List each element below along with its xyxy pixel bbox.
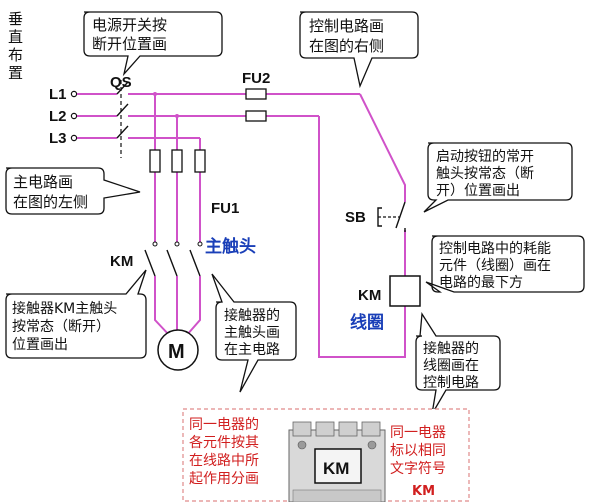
callout-text: 位置画出 [12,337,68,353]
fu2-label: FU2 [242,70,270,87]
fu1-fuses [149,149,206,173]
junction-dot [175,114,179,118]
line-label-l1: L1 [49,86,67,103]
callout-text: 按常态（断开） [12,319,110,335]
line-label-l2: L2 [49,108,67,125]
callout-text: 触头按常态（断 [436,166,534,182]
sb-label: SB [345,209,366,226]
callout-main-left: 主电路画 在图的左侧 [5,167,141,215]
terminal-l1 [70,90,78,98]
km-main-contacts [144,241,203,277]
callout-text: 控制电路中的耗能 [439,241,551,257]
main-circuit-wires [154,94,201,337]
bottom-left-text: 同一电器的 [189,417,259,433]
sb-button [377,201,406,232]
callout-text: 开）位置画出 [436,183,520,199]
callout-coil-control: 接触器的 线圈画在 控制电路 [415,312,501,415]
line-label-l3: L3 [49,130,67,147]
bottom-left-text: 在线路中所 [189,453,259,469]
side-label-char: 直 [8,28,23,46]
main-contact-label: 主触头 [205,236,256,257]
callout-text: 在图的左侧 [13,193,88,211]
qs-switch [116,80,129,158]
supply-wires [77,93,360,139]
callout-km-main-note: 接触器KM主触头 按常态（断开） 位置画出 [5,269,147,359]
device-caption: KM [412,484,435,499]
callout-text: 启动按钮的常开 [436,149,534,165]
bottom-right-text: 标以相同 [390,443,446,459]
km-coil [389,275,421,307]
terminal-l2 [70,112,78,120]
motor-label: M [168,341,185,363]
callout-text: 在主电路 [224,342,280,358]
callout-text: 线圈画在 [423,358,479,374]
side-label-char: 布 [8,46,23,64]
bottom-right-text: 同一电器 [390,425,446,441]
bottom-left-text: 各元件按其 [189,435,259,451]
fu1-label: FU1 [211,200,239,217]
callout-text: 主电路画 [13,173,73,191]
km-coil-label: KM [358,287,381,304]
callout-control-right: 控制电路画 在图的右侧 [299,11,419,89]
bottom-left-text: 起作用分画 [189,471,259,487]
coil-label: 线圈 [350,312,384,333]
callout-text: 控制电路 [423,375,479,391]
callout-contact-main: 接触器的 主触头画 在主电路 [211,273,297,393]
callout-text: 接触器KM主触头 [12,300,117,317]
side-label-char: 置 [8,64,23,82]
callout-sb-note: 启动按钮的常开 触头按常态（断 开）位置画出 [423,142,573,213]
junction-dot [153,92,157,96]
device-label: KM [323,459,349,478]
motor: M [157,329,199,371]
callout-text: 电源开关按 [92,16,167,34]
km-main-label: KM [110,253,133,270]
side-label: 垂 直 布 置 [8,10,23,82]
callout-text: 控制电路画 [309,17,384,35]
control-circuit-wires [318,93,406,358]
side-label-char: 垂 [8,10,23,28]
callout-text: 主触头画 [224,325,280,341]
callout-qs-note: 电源开关按 断开位置画 [83,11,223,77]
bottom-right-text: 文字符号 [390,461,446,477]
callout-coil-bottom: 控制电路中的耗能 元件（线圈）画在 电路的最下方 [425,235,585,293]
fu2-fuses [245,88,267,122]
callout-text: 在图的右侧 [309,37,384,55]
callout-text: 断开位置画 [92,35,167,53]
terminal-l3 [70,134,78,142]
callout-text: 元件（线圈）画在 [439,258,551,274]
callout-text: 电路的最下方 [439,275,523,291]
callout-text: 接触器的 [224,307,280,324]
contactor-device-illustration: KM [288,421,386,502]
callout-text: 接触器的 [423,340,479,357]
